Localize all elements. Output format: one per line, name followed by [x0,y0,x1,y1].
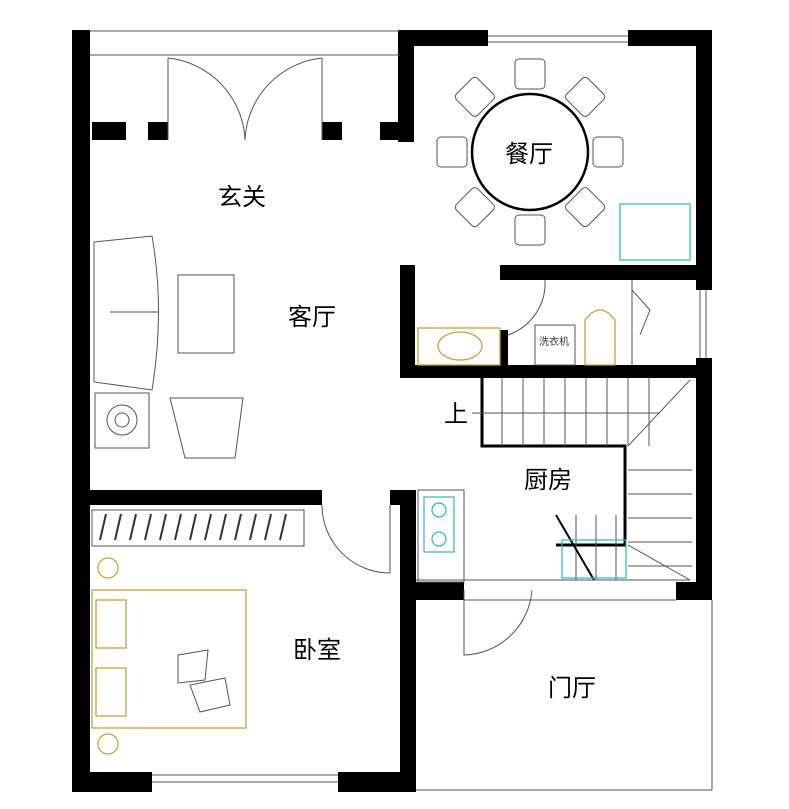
room-labels: 玄关 客厅 餐厅 厨房 卧室 门厅 [218,140,596,702]
dining-chair [514,58,546,90]
kitchen-fixtures [417,489,627,583]
dining-chair [565,76,606,117]
clothes-hanger [264,513,272,541]
dining-chair [454,187,495,228]
room-label-living: 客厅 [288,303,336,331]
room-label-kitchen: 厨房 [524,466,572,494]
dining-table [436,58,691,261]
room-label-bedroom: 卧室 [293,636,341,664]
stairs-up-label: 上 [444,400,468,428]
dining-chair [592,136,624,168]
doors [167,57,651,656]
clothes-hanger [189,513,197,541]
washing-machine-label: 洗衣机 [539,335,569,348]
clothes-hanger [129,513,137,541]
bedroom-furniture [91,509,305,755]
dining-chair [454,76,495,117]
room-label-foyer: 门厅 [548,674,596,702]
bathroom-fixtures: 洗衣机 [417,309,616,366]
clothes-hanger [249,513,257,541]
dining-chair [514,214,546,246]
living-furniture [93,235,244,459]
clothes-hanger [219,513,227,541]
clothes-hanger [204,513,212,541]
room-label-dining: 餐厅 [505,140,553,168]
clothes-hanger [174,513,182,541]
thin-lines [90,30,713,791]
clothes-hanger [234,513,242,541]
clothes-hanger [279,513,287,541]
clothes-hanger [114,513,122,541]
dining-chair [436,136,468,168]
walls [72,30,712,792]
staircase: 上 [416,378,692,581]
clothes-hanger [144,513,152,541]
clothes-hanger [159,513,167,541]
clothes-hanger [99,513,107,541]
dining-chair [565,187,606,228]
room-label-entry: 玄关 [218,183,266,211]
